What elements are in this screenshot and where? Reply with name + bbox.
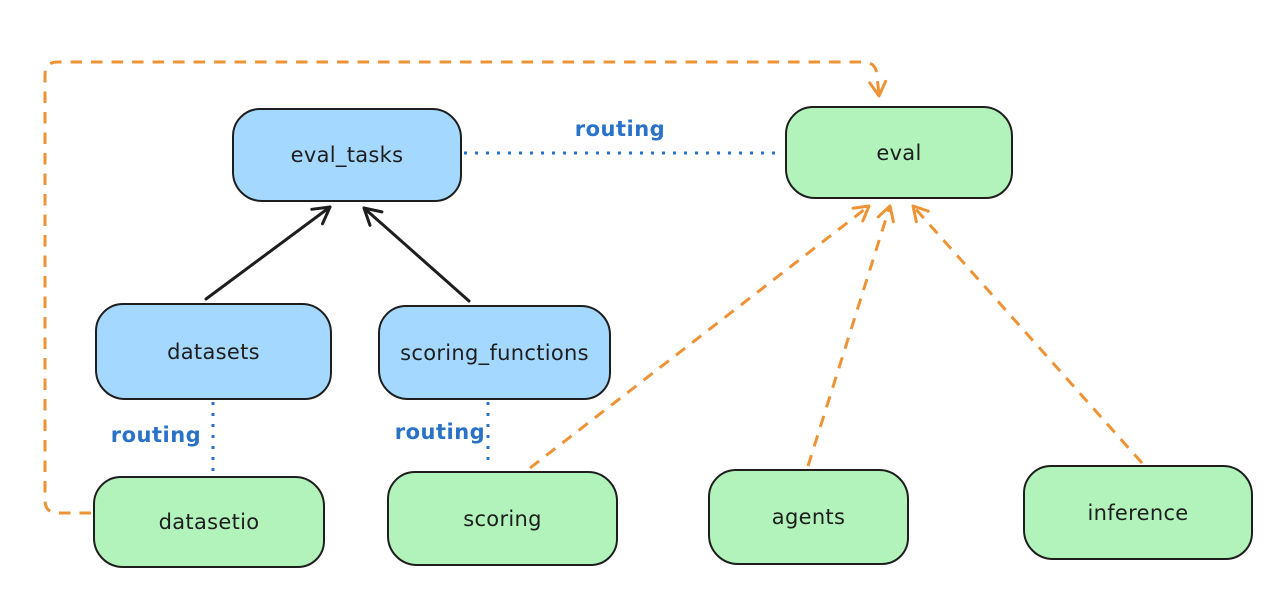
- routing-label-scoring-functions-scoring: routing: [394, 420, 486, 444]
- node-datasets-label: datasets: [167, 339, 260, 364]
- node-eval: eval: [785, 106, 1013, 199]
- node-datasets: datasets: [95, 303, 332, 400]
- routing-label-eval-tasks-eval: routing: [574, 117, 666, 141]
- node-scoring-functions-label: scoring_functions: [400, 340, 589, 365]
- edge-inference-to-eval: [911, 204, 1144, 464]
- edge-datasets-to-eval-tasks: [204, 205, 332, 301]
- edge-scoring-functions-to-eval-tasks: [362, 206, 471, 303]
- node-eval-label: eval: [876, 140, 922, 165]
- node-agents: agents: [708, 469, 909, 565]
- node-inference: inference: [1023, 465, 1253, 560]
- routing-label-datasets-datasetio: routing: [110, 423, 202, 447]
- node-agents-label: agents: [771, 505, 846, 529]
- edge-agents-to-eval: [806, 204, 895, 467]
- node-scoring-functions: scoring_functions: [378, 305, 611, 400]
- node-datasetio: datasetio: [93, 476, 325, 568]
- node-scoring: scoring: [387, 471, 618, 566]
- node-scoring-label: scoring: [463, 506, 542, 531]
- node-datasetio-label: datasetio: [158, 510, 260, 534]
- node-inference-label: inference: [1087, 500, 1189, 525]
- node-eval-tasks: eval_tasks: [232, 108, 462, 202]
- node-eval-tasks-label: eval_tasks: [290, 143, 404, 167]
